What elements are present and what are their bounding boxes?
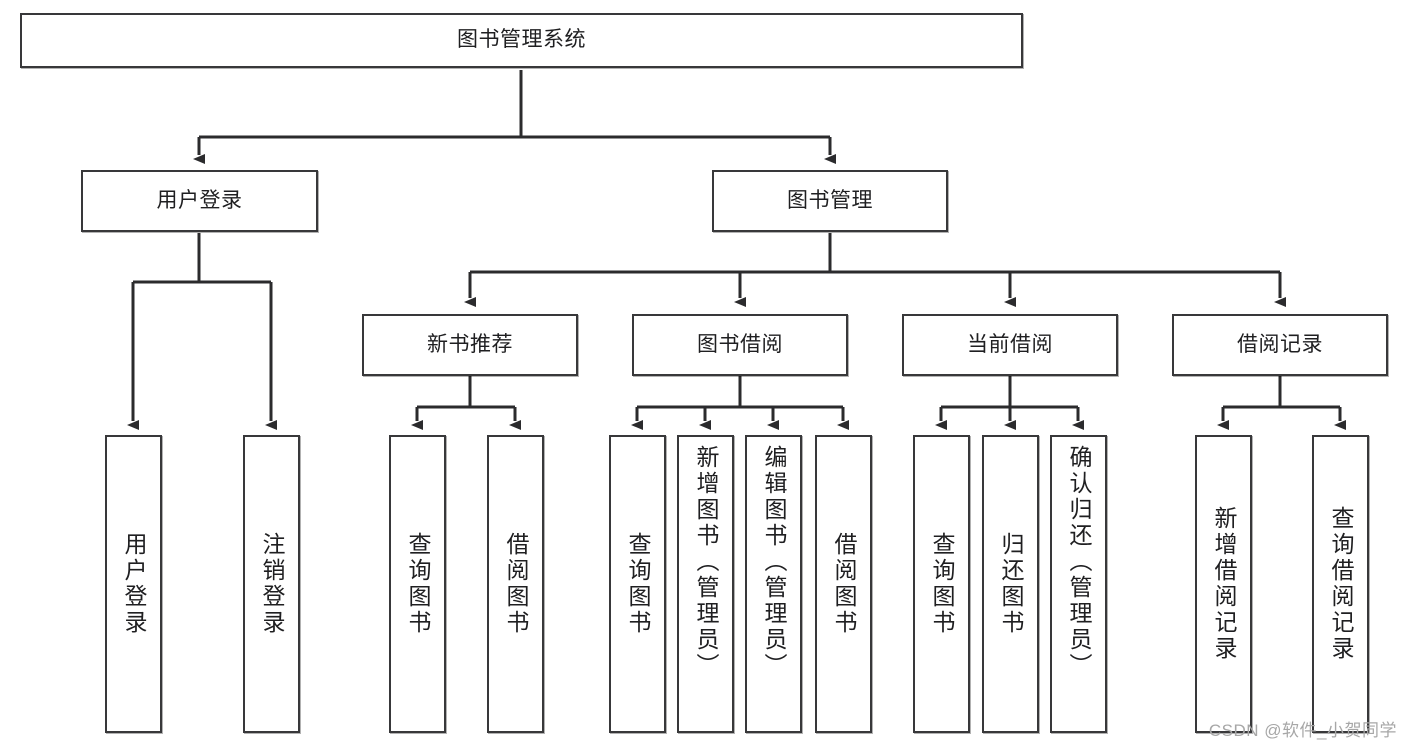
node-leaf-query-book-3[interactable]: 查询图书 [913,435,970,733]
node-leaf-query-book-3-label: 查询图书 [929,532,955,636]
node-leaf-logout-login[interactable]: 注销登录 [243,435,300,733]
node-new-book-recommend-label: 新书推荐 [427,332,513,356]
node-leaf-query-record[interactable]: 查询借阅记录 [1312,435,1369,733]
node-leaf-add-record-label: 新增借阅记录 [1211,506,1237,662]
node-leaf-query-book-1-label: 查询图书 [405,532,431,636]
node-book-manage[interactable]: 图书管理 [712,170,948,232]
node-leaf-borrow-book-2[interactable]: 借阅图书 [815,435,872,733]
node-leaf-borrow-book-2-label: 借阅图书 [831,532,857,636]
node-leaf-query-book-2-label: 查询图书 [625,532,651,636]
node-leaf-confirm-return-label: 确认归还（管理员） [1066,445,1092,679]
node-leaf-add-record[interactable]: 新增借阅记录 [1195,435,1252,733]
node-leaf-confirm-return[interactable]: 确认归还（管理员） [1050,435,1107,733]
node-leaf-return-book[interactable]: 归还图书 [982,435,1039,733]
node-leaf-edit-book-label: 编辑图书（管理员） [761,445,787,679]
node-user-login[interactable]: 用户登录 [81,170,318,232]
node-borrow-record-label: 借阅记录 [1237,332,1323,356]
node-root-label: 图书管理系统 [457,28,586,52]
node-leaf-add-book[interactable]: 新增图书（管理员） [677,435,734,733]
node-leaf-add-book-label: 新增图书（管理员） [693,445,719,679]
node-book-manage-label: 图书管理 [787,188,873,212]
watermark: CSDN @软件_小贺同学 [1208,721,1397,740]
node-leaf-logout-login-label: 注销登录 [259,532,285,636]
node-leaf-user-login-label: 用户登录 [121,532,147,636]
node-user-login-label: 用户登录 [156,188,243,212]
node-leaf-user-login[interactable]: 用户登录 [105,435,162,733]
node-book-borrow-label: 图书借阅 [697,332,783,356]
node-current-borrow[interactable]: 当前借阅 [902,314,1118,376]
node-leaf-return-book-label: 归还图书 [998,532,1024,636]
node-book-borrow[interactable]: 图书借阅 [632,314,848,376]
node-leaf-query-record-label: 查询借阅记录 [1328,506,1354,662]
node-leaf-query-book-2[interactable]: 查询图书 [609,435,666,733]
node-current-borrow-label: 当前借阅 [967,332,1053,356]
node-leaf-borrow-book-1-label: 借阅图书 [503,532,529,636]
node-leaf-query-book-1[interactable]: 查询图书 [389,435,446,733]
node-borrow-record[interactable]: 借阅记录 [1172,314,1388,376]
node-root[interactable]: 图书管理系统 [20,13,1023,68]
node-new-book-recommend[interactable]: 新书推荐 [362,314,578,376]
node-leaf-borrow-book-1[interactable]: 借阅图书 [487,435,544,733]
node-leaf-edit-book[interactable]: 编辑图书（管理员） [745,435,802,733]
